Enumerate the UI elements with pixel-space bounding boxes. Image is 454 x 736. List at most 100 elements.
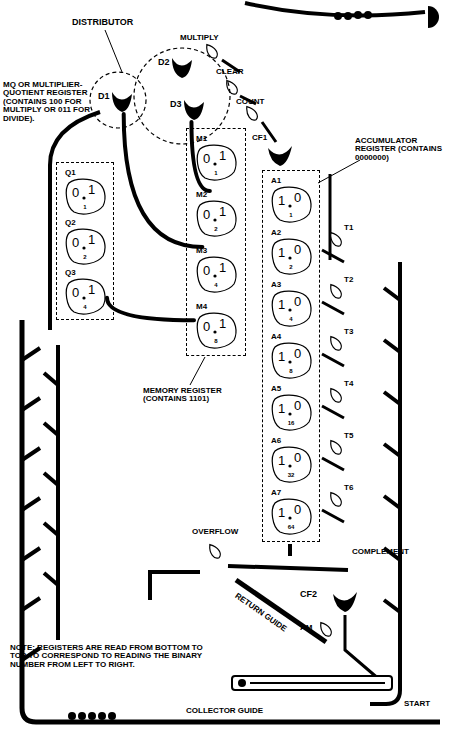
node-label: 1 [204, 170, 228, 176]
pivot [82, 246, 85, 249]
flipper [172, 58, 192, 78]
guide-teeth [44, 373, 58, 585]
marble [334, 12, 342, 20]
node-label: M2 [196, 191, 207, 199]
node-label: D3 [170, 100, 182, 109]
node-label: D2 [158, 58, 170, 67]
node-label: 1 [88, 183, 95, 197]
flip-flop: M2 01 2 [194, 191, 238, 237]
node-label: ACCUMULATOR REGISTER (CONTAINS 0000000) [355, 137, 451, 162]
callout-label: MULTIPLY [180, 34, 219, 42]
guide-teeth [22, 348, 40, 660]
flip-flop-body [197, 313, 236, 348]
flipper [184, 100, 204, 120]
marble [68, 712, 76, 720]
node-label: Q2 [65, 219, 76, 227]
flip-flop-body [66, 179, 105, 214]
node-label: 1 [219, 261, 226, 275]
pivot [288, 360, 291, 363]
flip-flop: A61032 [269, 437, 313, 483]
linkage-rod [124, 114, 203, 247]
flip-flop: Q1011 [63, 169, 107, 215]
callout-label: OVERFLOW [192, 528, 238, 536]
pivot [82, 296, 85, 299]
t-switch [327, 334, 343, 352]
callout-label: COLLECTOR GUIDE [186, 707, 263, 715]
node-label: A3 [271, 281, 281, 289]
callout-label: T6 [344, 484, 353, 492]
pivot [288, 412, 291, 415]
node-label: A4 [271, 333, 281, 341]
flipper [112, 92, 132, 112]
callout-label: CF2 [300, 590, 317, 599]
leader-line [318, 160, 360, 183]
node-label: 1 [278, 350, 285, 364]
node-label: 0 [72, 186, 79, 200]
node-label: 2 [279, 264, 303, 270]
flip-flop: A2102 [269, 229, 313, 275]
callout-label: AM [300, 624, 312, 632]
node-label: 16 [279, 420, 303, 426]
callout-label: COUNT [236, 98, 264, 106]
flip-flop: Q3014 [63, 269, 107, 315]
node-label: 1 [278, 454, 285, 468]
register-box: ACCUMULATOR REGISTER (CONTAINS 0000000)A… [262, 170, 320, 542]
flip-flop-body [272, 291, 311, 326]
node-label: 2 [73, 254, 97, 260]
callout-label: START [404, 700, 430, 708]
distributor-group: DISTRIBUTORD1D2D3 [88, 48, 238, 148]
flip-flop-body [66, 229, 105, 264]
register-box: MQ OR MULTIPLIER-QUOTIENT REGISTER (CONT… [56, 162, 114, 320]
node-label: M4 [196, 303, 207, 311]
node-label: 0 [203, 152, 210, 166]
flip-flop: A4 10 8 [269, 333, 313, 379]
distributor-switch: D1 [98, 88, 134, 114]
marble [364, 11, 372, 19]
flip-flop-body [272, 499, 311, 534]
node-label: A1 [271, 177, 281, 185]
flip-flop: A1101 [269, 177, 313, 223]
flip-flop: Q2012 [63, 219, 107, 265]
pivot [288, 204, 291, 207]
node-label: DISTRIBUTOR [72, 18, 133, 27]
flip-flop: M4018 [194, 303, 238, 349]
t-switch [327, 438, 343, 456]
flip-flop-body [66, 279, 105, 314]
node-label: 32 [279, 472, 303, 478]
flip-flop-body [197, 201, 236, 236]
node-label: A7 [271, 489, 281, 497]
node-label: 8 [204, 338, 228, 344]
node-label: 1 [219, 149, 226, 163]
start-lever-slot [250, 682, 385, 684]
flip-flop-body [272, 395, 311, 430]
node-label: 1 [219, 205, 226, 219]
node-label: 8 [279, 368, 303, 374]
flip-flop-body [197, 145, 236, 180]
flip-flop-body [197, 257, 236, 292]
overflow-switch [206, 542, 222, 560]
right-guide [370, 262, 400, 704]
node-label: A5 [271, 385, 281, 393]
node-label: 0 [203, 208, 210, 222]
node-label: M1 [196, 135, 207, 143]
node-label: 1 [278, 506, 285, 520]
start-knob [238, 679, 246, 687]
overflow-guide [228, 544, 348, 570]
marble [108, 712, 116, 720]
marble [98, 712, 106, 720]
marble [88, 712, 96, 720]
am-switch [317, 620, 333, 638]
marble [354, 11, 362, 19]
node-label: M3 [196, 247, 207, 255]
node-label: 4 [279, 316, 303, 322]
node-label: 2 [204, 226, 228, 232]
cf2-flipper [333, 592, 357, 612]
node-label: 0 [294, 347, 301, 361]
overflow-bracket [150, 572, 200, 600]
pivot [288, 308, 291, 311]
node-label: Q3 [65, 269, 76, 277]
clear-switch [223, 78, 239, 96]
top-hopper [428, 6, 439, 28]
callout-label: CF1 [252, 134, 267, 142]
